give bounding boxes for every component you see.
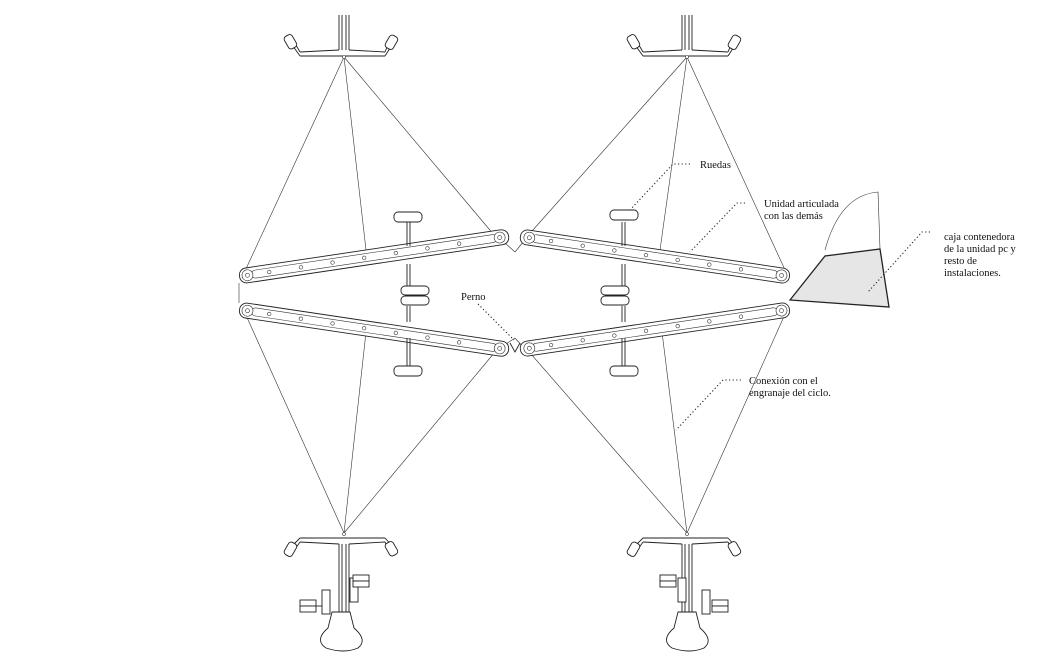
wheel-icon [609,209,639,221]
label-perno: Perno [461,292,486,303]
wheel-axle-left [393,211,430,377]
bicycle-seat-icon [666,611,709,652]
bar-left-upper [238,229,510,284]
handlebar-icon [283,15,399,59]
wheel-icon [609,365,639,377]
label-unidad-line2: con las demás [764,211,823,222]
tension-lines [238,56,787,534]
label-caja-line3: resto de [944,256,977,267]
label-conexion-line1: Conexión con el [749,376,818,387]
bar-right-upper [519,229,791,284]
label-unidad-line1: Unidad articulada [764,199,839,210]
wheel-icon [393,365,423,377]
bar-left-lower [238,302,510,357]
label-caja-line1: caja contenedora [944,232,1015,243]
container-box [788,191,890,308]
pedal-icon [299,574,370,615]
leader-lines [477,163,930,431]
label-ruedas: Ruedas [700,160,731,171]
bar-right-lower [519,302,791,357]
handlebar-icon [626,15,742,59]
bicycle-seat-icon [320,611,363,652]
handlebar-icon [626,532,742,615]
wheel-icon [600,285,630,296]
wheel-icon [600,295,630,306]
wheel-icon [393,211,423,223]
label-caja-line4: instalaciones. [944,268,1001,279]
pivot-bolt-icon [509,342,521,353]
labels: Ruedas Unidad articulada con las demás c… [461,160,1016,399]
wheel-icon [400,285,430,296]
handlebar-icon [283,532,399,615]
wheel-axle-right [600,209,639,377]
label-caja-line2: de la unidad pc y [944,244,1016,255]
wheel-icon [400,295,430,306]
pedal-icon [659,574,729,615]
label-conexion-line2: engranaje del ciclo. [749,388,831,399]
